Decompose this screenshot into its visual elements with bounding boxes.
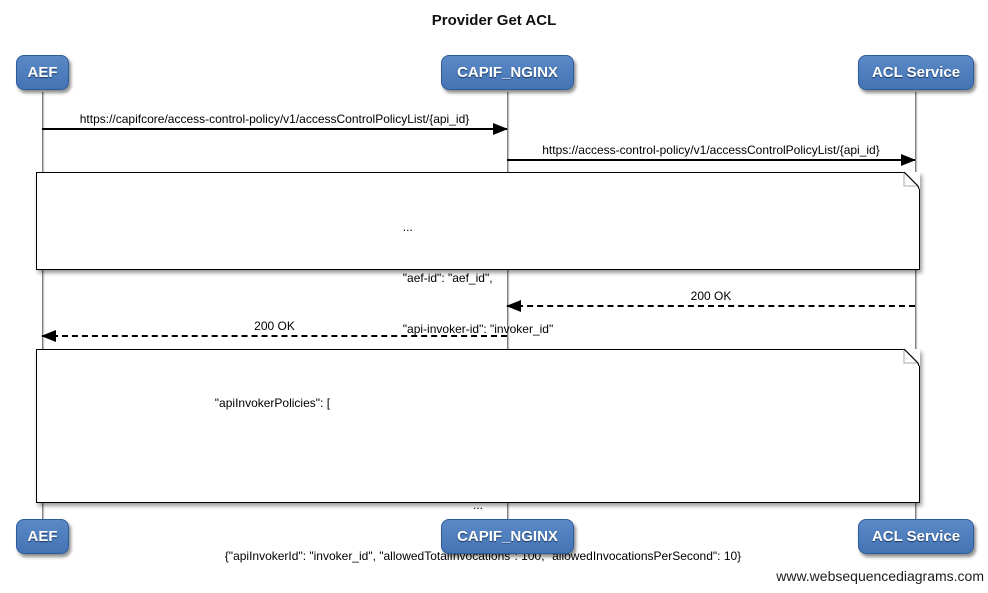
actor-box-aef-top: AEF	[16, 55, 69, 90]
actor-label-capif-nginx: CAPIF_NGINX	[457, 64, 558, 81]
note-fold-icon	[903, 172, 920, 189]
message-label: https://access-control-policy/v1/accessC…	[542, 143, 880, 157]
watermark-url: www.websequencediagrams.com	[776, 568, 984, 584]
note-response-body: "apiInvokerPolicies": [ ... {"apiInvoker…	[36, 349, 920, 563]
arrowhead-left-icon	[41, 330, 56, 342]
actor-box-aef-bottom: AEF	[16, 519, 69, 554]
arrowhead-right-icon	[901, 154, 916, 166]
message-label: 200 OK	[690, 289, 732, 303]
actor-label-capif-nginx: CAPIF_NGINX	[457, 528, 558, 545]
arrowhead-right-icon	[493, 123, 508, 135]
actor-box-capif-nginx-top: CAPIF_NGINX	[441, 55, 574, 90]
lifeline-aef	[42, 92, 43, 520]
message-forward-acl-request: https://access-control-policy/v1/accessC…	[507, 135, 916, 166]
note-fold-icon	[903, 349, 920, 366]
note-request-body: ... "aef-id": "aef_id", "api-invoker-id"…	[36, 172, 920, 387]
message-label: 200 OK	[254, 319, 295, 333]
message-200ok-capif-to-aef: 200 OK	[41, 311, 507, 342]
note-body: ... "aef-id": "aef_id", "api-invoker-id"…	[403, 185, 553, 423]
note-body: "apiInvokerPolicies": [ ... {"apiInvoker…	[215, 361, 741, 593]
diagram-title: Provider Get ACL	[431, 12, 557, 29]
message-200ok-acl-to-capif: 200 OK	[506, 281, 915, 312]
note-line: "aef-id": "aef_id",	[402, 271, 493, 285]
actor-label-aef: AEF	[27, 64, 58, 81]
note-line: "apiInvokerPolicies": [	[214, 396, 331, 410]
note-line: "api-invoker-id": "invoker_id"	[402, 322, 554, 336]
lifeline-acl-service	[915, 92, 916, 520]
actor-label-acl-service: ACL Service	[871, 64, 961, 81]
actor-box-capif-nginx-bottom: CAPIF_NGINX	[441, 519, 574, 554]
note-line	[215, 446, 741, 463]
arrowhead-left-icon	[506, 300, 521, 312]
message-get-acl-request: https://capifcore/access-control-policy/…	[42, 104, 508, 135]
actor-box-acl-service-top: ACL Service	[858, 55, 974, 90]
note-line: {"apiInvokerId": "invoker_id", "allowedT…	[224, 549, 742, 563]
note-line: ...	[402, 220, 413, 234]
message-label: https://capifcore/access-control-policy/…	[79, 112, 470, 126]
actor-label-aef: AEF	[27, 528, 58, 545]
actor-box-acl-service-bottom: ACL Service	[858, 519, 974, 554]
actor-label-acl-service: ACL Service	[871, 528, 961, 545]
note-line: ...	[472, 498, 483, 512]
